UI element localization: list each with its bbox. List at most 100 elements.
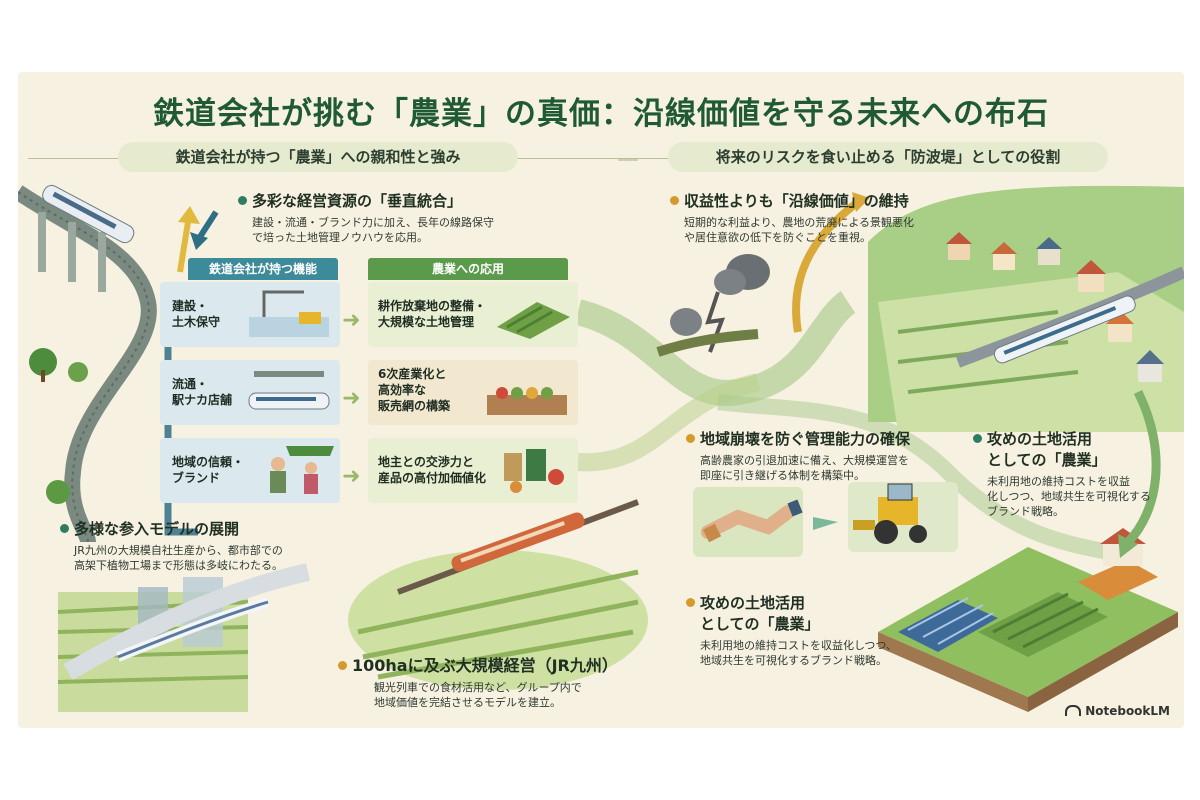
offensive-land-use-body-line: 化しつつ、地域共生を可視化する <box>987 490 1151 503</box>
header-rule-left <box>28 158 118 159</box>
vertical-integration-heading: 多彩な経営資源の「垂直統合」 <box>238 190 494 211</box>
application-card-sixth-industry: 6次産業化と 高効率な 販売網の構築 <box>368 360 578 425</box>
offensive-land-use-body: 未利用地の維持コストを収益 化しつつ、地域共生を可視化する ブランド戦略。 <box>973 474 1151 519</box>
large-scale-heading: 100haに及ぶ大規模経営（JR九州） <box>338 652 618 676</box>
vertical-integration-body: 建設・流通・ブランド力に加え、長年の線路保守 で培った土地管理ノウハウを応用。 <box>238 215 494 245</box>
field-illustration <box>497 302 570 339</box>
offensive-land-use-heading-text: としての「農業」 <box>987 451 1107 469</box>
function-card-line: 建設・ <box>172 299 209 313</box>
application-card-line: 6次産業化と <box>378 367 447 381</box>
offensive-land-use-body-line: 未利用地の維持コストを収益 <box>987 475 1130 488</box>
offensive-land-use-body-line: 未利用地の維持コストを収益化しつつ、 <box>700 639 897 652</box>
bullet-dot <box>60 524 69 533</box>
bullet-dot <box>686 434 695 443</box>
vertical-integration-body-line: で培った土地管理ノウハウを応用。 <box>252 231 428 244</box>
application-card-line: 高効率な <box>378 383 427 397</box>
management-body-line: 即座に引き継げる体制を構築中。 <box>700 469 865 482</box>
function-card-brand: 地域の信頼・ ブランド <box>160 438 340 503</box>
right-section-header: 将来のリスクを食い止める「防波堤」としての役割 <box>668 142 1108 172</box>
large-scale-body-line: 地域価値を完結させるモデルを建立。 <box>374 696 561 709</box>
function-card-line: 流通・ <box>172 377 209 391</box>
management-body-line: 高齢農家の引退加速に備え、大規模運営を <box>700 454 909 467</box>
column-header-functions: 鉄道会社が持つ機能 <box>188 258 338 280</box>
construction-illustration <box>249 290 329 337</box>
function-card-label: 地域の信頼・ ブランド <box>172 454 244 486</box>
function-card-label: 建設・ 土木保守 <box>172 298 220 330</box>
bullet-dot <box>670 196 679 205</box>
diverse-models-heading: 多様な参入モデルの展開 <box>60 518 283 539</box>
application-card-land: 耕作放棄地の整備・ 大規模な土地管理 <box>368 282 578 347</box>
diverse-models-body-line: 高架下植物工場まで形態は多岐にわたる。 <box>74 559 283 572</box>
header-rule-middle <box>518 158 668 159</box>
application-card-label: 耕作放棄地の整備・ 大規模な土地管理 <box>378 298 486 330</box>
vertical-integration-block: 多彩な経営資源の「垂直統合」 建設・流通・ブランド力に加え、長年の線路保守 で培… <box>238 190 494 245</box>
application-card-negotiation: 地主との交渉力と 産品の高付加価値化 <box>368 438 578 503</box>
column-header-applications: 農業への応用 <box>368 258 568 280</box>
notebooklm-label: NotebookLM <box>1085 704 1170 718</box>
application-card-label: 6次産業化と 高効率な 販売網の構築 <box>378 366 450 414</box>
left-section-header: 鉄道会社が持つ「農業」への親和性と強み <box>118 142 518 172</box>
offensive-land-use-body-line: ブランド戦略。 <box>987 505 1064 518</box>
line-value-body-line: 短期的な利益より、農地の荒廃による景観悪化 <box>684 216 915 229</box>
offensive-land-use-heading-text: としての「農業」 <box>700 615 820 633</box>
right-section-header-text: 将来のリスクを食い止める「防波堤」としての役割 <box>715 148 1061 166</box>
offensive-land-use-block-a: 攻めの土地活用 としての「農業」 未利用地の維持コストを収益 化しつつ、地域共生… <box>973 428 1151 519</box>
infographic-poster: 鉄道会社が挑む「農業」の真価：沿線価値を守る未来への布石 鉄道会社が持つ「農業」… <box>18 72 1184 728</box>
application-card-line: 販売網の構築 <box>378 399 451 413</box>
notebooklm-badge: NotebookLM <box>1065 704 1170 718</box>
line-value-heading: 収益性よりも「沿線価値」の維持 <box>670 190 914 211</box>
arrow-right-icon: ➜ <box>342 464 361 489</box>
line-value-body: 短期的な利益より、農地の荒廃による景観悪化 や居住意欲の低下を防ぐことを重視。 <box>670 215 914 245</box>
offensive-land-use-heading: 攻めの土地活用 <box>686 592 897 613</box>
background-illustration <box>18 159 1184 712</box>
application-card-label: 地主との交渉力と 産品の高付加価値化 <box>378 454 486 486</box>
management-heading-text: 地域崩壊を防ぐ管理能力の確保 <box>700 430 911 448</box>
bullet-dot <box>973 434 982 443</box>
function-card-label: 流通・ 駅ナカ店舗 <box>172 376 232 408</box>
line-value-block: 収益性よりも「沿線価値」の維持 短期的な利益より、農地の荒廃による景観悪化 や居… <box>670 190 914 245</box>
management-block: 地域崩壊を防ぐ管理能力の確保 高齢農家の引退加速に備え、大規模運営を 即座に引き… <box>686 428 910 483</box>
application-card-line: 大規模な土地管理 <box>378 315 475 329</box>
function-card-distribution: 流通・ 駅ナカ店舗 <box>160 360 340 425</box>
large-scale-heading-text: 100haに及ぶ大規模経営（JR九州） <box>352 656 618 675</box>
vertical-integration-body-line: 建設・流通・ブランド力に加え、長年の線路保守 <box>252 216 494 229</box>
offensive-land-use-heading-text: 攻めの土地活用 <box>700 594 806 612</box>
large-scale-body: 観光列車での食材活用など、グループ内で 地域価値を完結させるモデルを建立。 <box>338 680 618 710</box>
notebooklm-logo-icon <box>1065 705 1082 716</box>
large-scale-body-line: 観光列車での食材活用など、グループ内で <box>374 681 582 694</box>
line-value-heading-text: 収益性よりも「沿線価値」の維持 <box>684 192 909 210</box>
arrow-right-icon: ➜ <box>342 308 361 333</box>
offensive-land-use-body-line: 地域共生を可視化するブランド戦略。 <box>700 654 887 667</box>
application-card-line: 耕作放棄地の整備・ <box>378 299 487 313</box>
page-title: 鉄道会社が挑む「農業」の真価：沿線価値を守る未来への布石 <box>153 96 1049 132</box>
function-card-line: 土木保守 <box>172 315 221 329</box>
diverse-models-body: JR九州の大規模自社生産から、都市部での 高架下植物工場まで形態は多岐にわたる。 <box>60 543 283 573</box>
bullet-dot <box>238 196 247 205</box>
function-card-construction: 建設・ 土木保守 <box>160 282 340 347</box>
function-card-line: 駅ナカ店舗 <box>172 393 233 407</box>
vertical-integration-heading-text: 多彩な経営資源の「垂直統合」 <box>252 192 463 210</box>
application-card-line: 産品の高付加価値化 <box>378 471 487 485</box>
function-card-line: 地域の信頼・ <box>172 455 245 469</box>
function-card-line: ブランド <box>172 471 221 485</box>
products-illustration <box>504 449 564 493</box>
management-body: 高齢農家の引退加速に備え、大規模運営を 即座に引き継げる体制を構築中。 <box>686 453 910 483</box>
offensive-land-use-heading: 攻めの土地活用 <box>973 428 1151 449</box>
offensive-land-use-heading-text: 攻めの土地活用 <box>987 430 1093 448</box>
application-card-line: 地主との交渉力と <box>378 455 474 469</box>
farmers-illustration <box>270 446 334 494</box>
bullet-dot <box>338 661 347 670</box>
large-scale-block: 100haに及ぶ大規模経営（JR九州） 観光列車での食材活用など、グループ内で … <box>338 652 618 710</box>
bullet-dot <box>686 598 695 607</box>
management-heading: 地域崩壊を防ぐ管理能力の確保 <box>686 428 910 449</box>
market-stall-illustration <box>487 387 567 415</box>
arrow-right-icon: ➜ <box>342 386 361 411</box>
offensive-land-use-block-b: 攻めの土地活用 としての「農業」 未利用地の維持コストを収益化しつつ、 地域共生… <box>686 592 897 668</box>
station-train-illustration <box>248 371 330 410</box>
diverse-models-heading-text: 多様な参入モデルの展開 <box>74 520 240 538</box>
line-value-body-line: や居住意欲の低下を防ぐことを重視。 <box>684 231 871 244</box>
left-section-header-text: 鉄道会社が持つ「農業」への親和性と強み <box>175 148 461 166</box>
diverse-models-block: 多様な参入モデルの展開 JR九州の大規模自社生産から、都市部での 高架下植物工場… <box>60 518 283 573</box>
offensive-land-use-body: 未利用地の維持コストを収益化しつつ、 地域共生を可視化するブランド戦略。 <box>686 638 897 668</box>
